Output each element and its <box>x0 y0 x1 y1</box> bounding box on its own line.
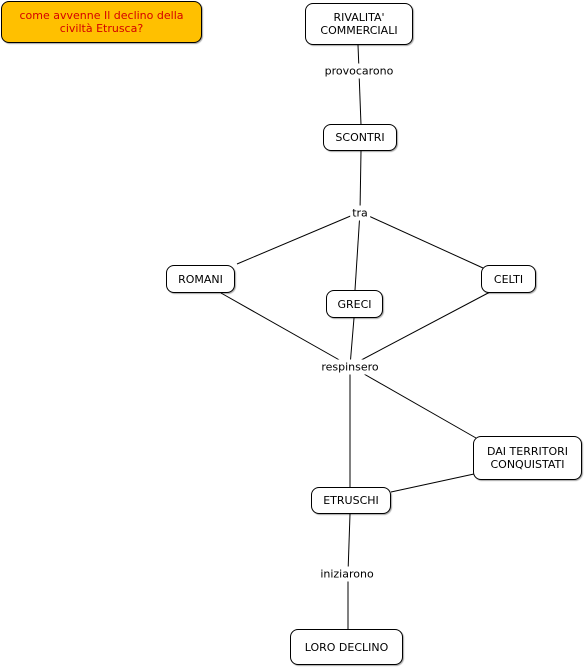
concept-celti[interactable]: CELTI <box>481 265 536 293</box>
concept-etruschi-label: ETRUSCHI <box>323 494 379 507</box>
concept-celti-label: CELTI <box>493 272 524 286</box>
concept-scontri[interactable]: SCONTRI <box>323 124 397 151</box>
line-greci-respinsero <box>349 317 355 367</box>
line-territori-etruschi <box>390 473 475 493</box>
concept-etruschi[interactable]: ETRUSCHI <box>311 487 391 514</box>
focus-question[interactable]: come avvenne Il declino della civiltà Et… <box>1 1 202 43</box>
line-tra-greci <box>354 211 361 291</box>
line-respinsero-territori <box>349 365 477 439</box>
line-romani-respinsero <box>220 292 351 367</box>
link-label-tra[interactable]: tra <box>350 205 370 221</box>
line-tra-celti <box>359 211 484 269</box>
line-scontri-tra <box>359 150 362 213</box>
concept-rivalita-commerciali-label: RIVALITA' COMMERCIALI <box>320 11 398 37</box>
concept-romani[interactable]: ROMANI <box>166 265 235 293</box>
link-label-iniziarono[interactable]: iniziarono <box>318 566 376 582</box>
concept-loro-declino-label: LORO DECLINO <box>304 640 389 654</box>
line-tra-romani <box>236 211 361 265</box>
concept-dai-territori-conquistati[interactable]: DAI TERRITORI CONQUISTATI <box>473 436 582 480</box>
line-celti-respinsero <box>349 291 491 367</box>
concept-rivalita-commerciali[interactable]: RIVALITA' COMMERCIALI <box>305 3 413 45</box>
link-label-respinsero[interactable]: respinsero <box>319 359 381 375</box>
focus-question-text: come avvenne Il declino della civiltà Et… <box>19 9 184 35</box>
link-label-provocarono[interactable]: provocarono <box>322 63 396 79</box>
line-provocarono-scontri <box>358 71 362 126</box>
concept-scontri-label: SCONTRI <box>335 131 385 144</box>
line-etruschi-iniziarono <box>347 513 351 574</box>
concept-greci-label: GRECI <box>337 297 372 311</box>
concept-romani-label: ROMANI <box>178 272 223 286</box>
concept-loro-declino[interactable]: LORO DECLINO <box>290 629 403 665</box>
concept-dai-territori-conquistati-label: DAI TERRITORI CONQUISTATI <box>486 445 568 471</box>
concept-greci[interactable]: GRECI <box>326 290 383 318</box>
